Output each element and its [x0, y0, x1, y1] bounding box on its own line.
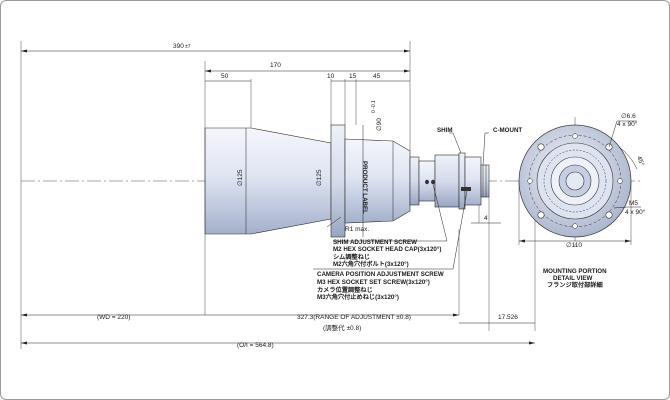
product-label-text: PRODUCT LABEL	[361, 161, 368, 214]
dim-r1: R1 max.	[345, 226, 369, 233]
dim-overall-length: 390	[173, 43, 184, 50]
c-mount-thread	[480, 164, 490, 198]
shim-screw-line-4: M2六角穴付ボルト(3x120°)	[333, 260, 409, 268]
dim-overall-tolerance: ±7	[185, 44, 191, 50]
mounting-flange	[330, 124, 346, 238]
detail-flange-dia: ∅110	[566, 242, 582, 249]
detail-title-2: DETAIL VIEW	[553, 275, 592, 282]
dim-adjust-range-jp: (調整代 ±0.8)	[323, 323, 361, 332]
dim-object-image: (O/I = 564.8)	[237, 342, 274, 349]
shim-screw-line-3: シム調整ねじ	[333, 253, 370, 261]
screw-head-1	[425, 179, 429, 185]
dim-170: 170	[270, 62, 281, 69]
dim-15: 15	[349, 73, 357, 80]
dimension-labels: 390 ±7 170 50 10 15 45 ∅125 ∅125 ∅90 0 -…	[97, 43, 518, 349]
camera-screw-line-1: CAMERA POSITION ADJUSTMENT SCREW	[317, 271, 444, 278]
set-screw	[461, 187, 471, 191]
dim-dia-90: ∅90	[376, 118, 383, 131]
detail-title-3: フランジ取付部詳細	[547, 281, 603, 289]
detail-hole-count: 4 x 90°	[617, 120, 638, 128]
dim-dia-90-tolerance: 0 -0.1	[371, 100, 377, 113]
detail-thread-count: 4 x 90°	[625, 208, 646, 216]
camera-screw-line-4: M3六角穴付止めねじ(3x120°)	[317, 293, 399, 301]
shim-ring	[458, 152, 466, 210]
dim-50: 50	[221, 73, 229, 80]
extension-lines	[20, 41, 536, 349]
shim-screw-line-2: M2 HEX SOCKET HEAD CAP(3x120°)	[333, 246, 441, 253]
lens-body	[204, 124, 490, 238]
screw-head-2	[431, 179, 435, 185]
dimension-lines	[21, 49, 535, 345]
dim-flange-back: 17.526	[498, 314, 518, 321]
dim-working-distance: (WD = 220)	[97, 314, 130, 321]
dim-10: 10	[327, 73, 335, 80]
bolt-hole-bl	[537, 211, 545, 219]
detail-thread: M5	[629, 200, 638, 207]
dim-4: 4	[484, 215, 488, 222]
detail-angle: 45°	[635, 155, 646, 167]
camera-screw-line-2: M3 HEX SOCKET SET SCREW(3x120°)	[317, 279, 430, 286]
shim-screw-line-1: SHIM ADJUSTMENT SCREW	[333, 239, 417, 246]
camera-screw-line-3: カメラ位置調整ねじ	[317, 286, 373, 294]
dim-45: 45	[373, 73, 381, 80]
dim-dia-125-front: ∅125	[237, 169, 244, 186]
callouts: PRODUCT LABEL SHIM C-MOUNT SHIM ADJUSTME…	[317, 127, 522, 301]
shim-label: SHIM	[437, 127, 452, 134]
dim-adjust-range: 327.3(RANGE OF ADJUSTMENT ±0.8)	[297, 314, 411, 321]
mounting-detail-view: ∅6.6 4 x 90° 45° M5 4 x 90° ∅110 MOUNTIN…	[511, 113, 646, 289]
bolt-hole-br	[605, 211, 613, 219]
dim-dia-125-flange: ∅125	[316, 169, 323, 186]
detail-title-1: MOUNTING PORTION	[543, 268, 607, 275]
c-mount-label: C-MOUNT	[493, 127, 522, 134]
detail-hole-dia: ∅6.6	[621, 113, 636, 120]
bolt-hole-tl	[537, 143, 545, 151]
